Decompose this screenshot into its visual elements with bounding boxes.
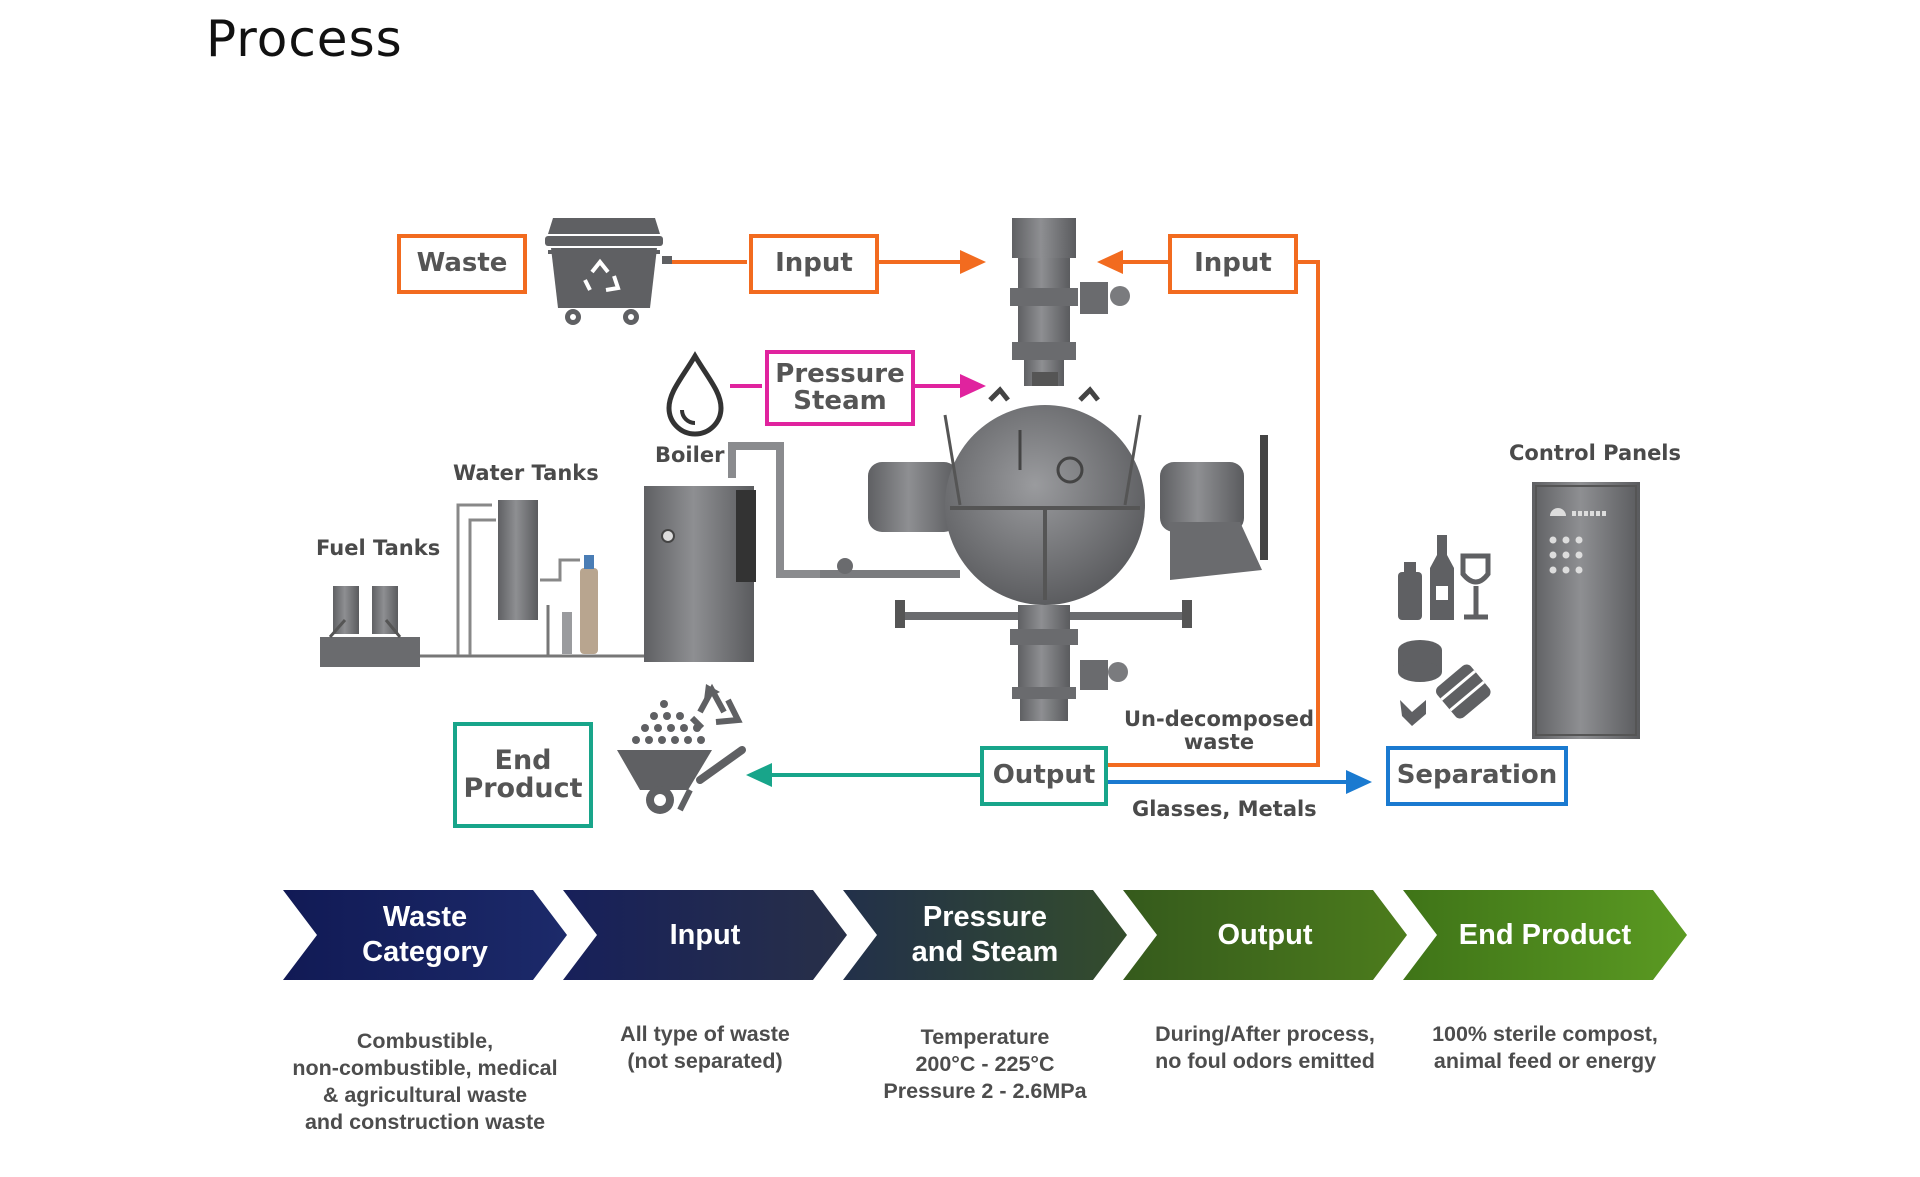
step-label-input: Input	[669, 918, 741, 951]
step-label-waste-category: Waste Category	[362, 901, 488, 968]
boiler	[644, 442, 960, 662]
input-box-right: Input	[1168, 234, 1298, 294]
chevron-input	[563, 890, 847, 980]
separation-arrow	[1103, 770, 1372, 794]
separation-box: Separation	[1386, 746, 1568, 806]
fuel-tanks	[320, 586, 650, 667]
input-box-left: Input	[749, 234, 879, 294]
output-box: Output	[980, 746, 1108, 806]
step-desc-input: All type of waste (not separated)	[620, 1022, 790, 1073]
page-title: Process	[206, 10, 403, 68]
bottles-icon	[1398, 535, 1491, 620]
trash-bin-icon	[545, 218, 672, 325]
wheelbarrow-icon	[617, 700, 746, 814]
cans-icon	[1398, 640, 1491, 726]
input-arrow-left	[665, 250, 986, 274]
end-product-box: End Product	[453, 722, 593, 828]
fuel-tanks-label: Fuel Tanks	[316, 536, 441, 560]
step-desc-waste-category: Combustible, non-combustible, medical & …	[292, 1029, 558, 1134]
control-panels-label: Control Panels	[1509, 441, 1682, 465]
chevron-waste-category	[283, 890, 567, 980]
steam-arrow	[730, 374, 986, 398]
chevron-end-product	[1403, 890, 1687, 980]
step-label-output: Output	[1217, 918, 1313, 951]
process-chevrons	[283, 890, 1687, 980]
step-desc-output: During/After process, no foul odors emit…	[1155, 1022, 1375, 1073]
water-tanks	[456, 500, 598, 655]
waste-box: Waste	[397, 234, 527, 294]
step-label-end-product: End Product	[1458, 918, 1632, 951]
end-product-arrow	[746, 763, 980, 787]
step-desc-end-product: 100% sterile compost, animal feed or ene…	[1432, 1022, 1658, 1073]
input-arrow-right	[1097, 250, 1320, 767]
water-drop-icon	[666, 351, 724, 437]
recycle-icon	[689, 683, 743, 731]
glasses-metals-label: Glasses, Metals	[1132, 797, 1317, 821]
control-panel	[1532, 482, 1640, 739]
boiler-label: Boiler	[655, 443, 725, 467]
step-label-pressure-steam: Pressure and Steam	[911, 901, 1059, 968]
decomposition-vessel	[868, 218, 1268, 721]
chevron-pressure-steam	[843, 890, 1127, 980]
step-desc-pressure-steam: Temperature 200°C - 225°C Pressure 2 - 2…	[883, 1025, 1087, 1103]
undecomposed-waste-label: Un-decomposed waste	[1124, 707, 1314, 754]
water-tanks-label: Water Tanks	[453, 461, 599, 485]
chevron-output	[1123, 890, 1407, 980]
pressure-steam-box: Pressure Steam	[765, 350, 915, 426]
